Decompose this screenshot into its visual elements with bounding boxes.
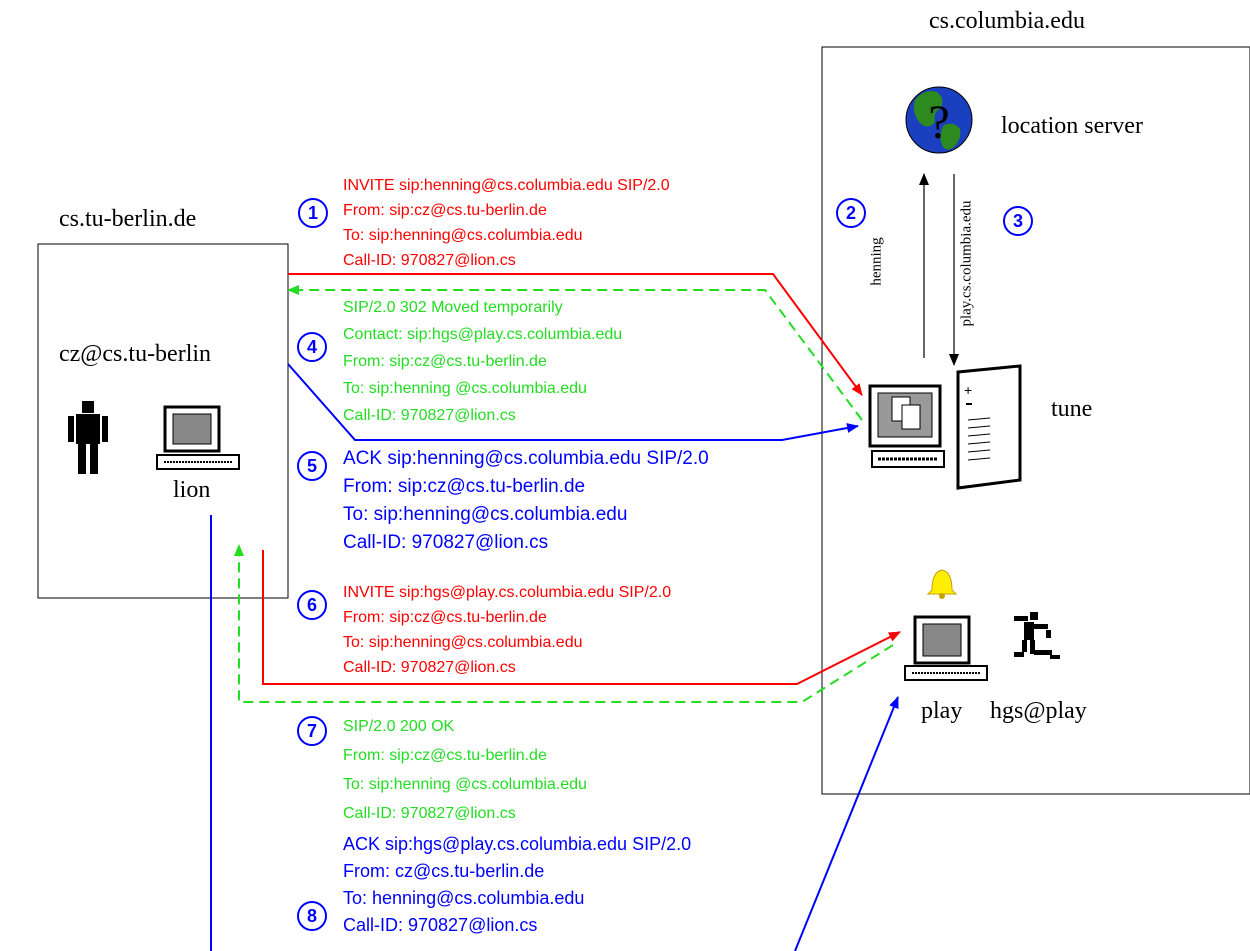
domain-box-tu-berlin — [37, 243, 289, 599]
svg-text:+: + — [964, 382, 972, 398]
msg-line: SIP/2.0 200 OK — [343, 718, 455, 735]
msg-line: Call-ID: 970827@lion.cs — [343, 915, 538, 935]
person-icon — [68, 401, 108, 474]
arrow-200-7 — [234, 544, 894, 703]
msg-line: Call-ID: 970827@lion.cs — [343, 659, 516, 676]
computer-icon — [156, 405, 240, 470]
msg-line: To: henning@cs.columbia.edu — [343, 888, 585, 908]
msg-line: To: sip:henning@cs.columbia.edu — [343, 227, 583, 244]
location-server-label: location server — [1001, 113, 1143, 139]
callee-host-label: play — [921, 698, 963, 724]
callee-user-label: hgs@play — [990, 698, 1087, 724]
msg-line: SIP/2.0 302 Moved temporarily — [343, 299, 563, 316]
arrow-ack-5 — [287, 363, 859, 441]
msg-line: From: cz@cs.tu-berlin.de — [343, 861, 545, 881]
step-badge-1: 1 — [298, 198, 328, 228]
msg-line: From: sip:cz@cs.tu-berlin.de — [343, 609, 547, 626]
server-tower-icon: + — [956, 364, 1022, 490]
caller-host-label: lion — [173, 477, 211, 503]
msg-line: Call-ID: 970827@lion.cs — [343, 532, 549, 553]
step-badge-6: 6 — [297, 590, 327, 620]
step-badge-8: 8 — [297, 901, 327, 931]
message-1-invite: INVITE sip:henning@cs.columbia.edu SIP/2… — [343, 173, 670, 273]
arrow-302-4 — [287, 285, 863, 421]
msg-line: From: sip:cz@cs.tu-berlin.de — [343, 476, 586, 497]
msg-line: INVITE sip:hgs@play.cs.columbia.edu SIP/… — [343, 584, 672, 601]
msg-line: To: sip:henning @cs.columbia.edu — [343, 776, 587, 793]
query-request-label: henning — [868, 237, 885, 286]
workstation-icon — [868, 384, 945, 468]
msg-line: Call-ID: 970827@lion.cs — [343, 805, 516, 822]
svg-text:?: ? — [928, 96, 949, 149]
arrow-invite-1 — [288, 273, 863, 396]
message-4-302: SIP/2.0 302 Moved temporarily Contact: s… — [343, 294, 622, 429]
msg-line: To: sip:henning@cs.columbia.edu — [343, 504, 628, 525]
msg-line: ACK sip:hgs@play.cs.columbia.edu SIP/2.0 — [343, 834, 692, 854]
domain-box-columbia — [821, 46, 1250, 795]
message-8-ack: ACK sip:hgs@play.cs.columbia.edu SIP/2.0… — [343, 831, 691, 939]
msg-line: Call-ID: 970827@lion.cs — [343, 252, 516, 269]
domain-label-columbia: cs.columbia.edu — [929, 8, 1085, 34]
msg-line: Call-ID: 970827@lion.cs — [343, 407, 516, 424]
step-badge-7: 7 — [297, 716, 327, 746]
running-person-icon — [1014, 612, 1060, 659]
step-badge-4: 4 — [297, 332, 327, 362]
proxy-label: tune — [1051, 396, 1093, 422]
msg-line: From: sip:cz@cs.tu-berlin.de — [343, 202, 547, 219]
step-badge-3: 3 — [1003, 206, 1033, 236]
msg-line: INVITE sip:henning@cs.columbia.edu SIP/2… — [343, 177, 670, 194]
query-response-label: play.cs.columbia.edu — [958, 200, 975, 327]
play-computer-icon — [904, 615, 988, 681]
message-7-200ok: SIP/2.0 200 OK From: sip:cz@cs.tu-berlin… — [343, 712, 587, 828]
step-badge-2: 2 — [836, 198, 866, 228]
msg-line: From: sip:cz@cs.tu-berlin.de — [343, 747, 547, 764]
msg-line: To: sip:henning @cs.columbia.edu — [343, 380, 587, 397]
bell-icon — [926, 569, 958, 599]
message-5-ack: ACK sip:henning@cs.columbia.edu SIP/2.0 … — [343, 445, 709, 557]
msg-line: ACK sip:henning@cs.columbia.edu SIP/2.0 — [343, 448, 709, 469]
step-badge-5: 5 — [297, 451, 327, 481]
arrow-invite-6 — [262, 550, 901, 685]
arrow-ack-8-play — [794, 696, 899, 951]
msg-line: Contact: sip:hgs@play.cs.columbia.edu — [343, 326, 623, 343]
msg-line: To: sip:henning@cs.columbia.edu — [343, 634, 583, 651]
domain-label-tu-berlin: cs.tu-berlin.de — [59, 206, 197, 232]
globe-icon: ? — [905, 86, 973, 154]
msg-line: From: sip:cz@cs.tu-berlin.de — [343, 353, 547, 370]
message-6-invite: INVITE sip:hgs@play.cs.columbia.edu SIP/… — [343, 580, 671, 680]
caller-user-label: cz@cs.tu-berlin — [59, 341, 212, 367]
